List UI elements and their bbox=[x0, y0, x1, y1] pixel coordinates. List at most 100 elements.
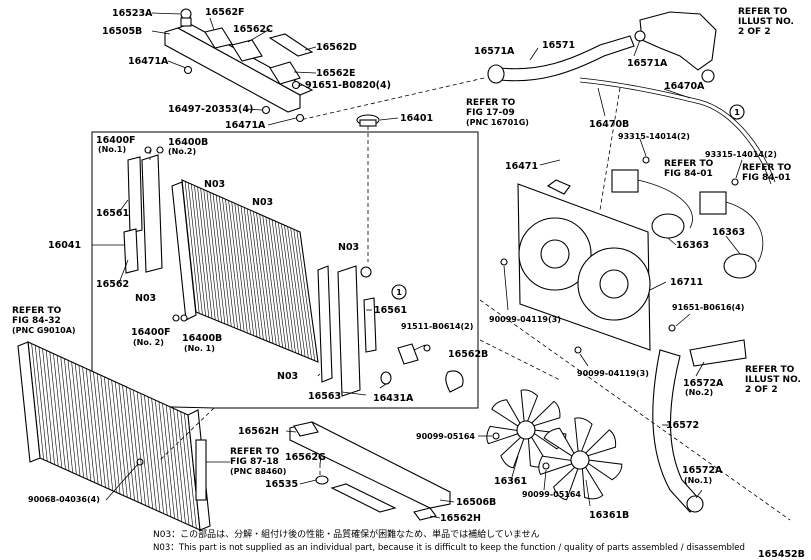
label-16470A: 16470A bbox=[664, 81, 705, 92]
callout-1a-text: 1 bbox=[396, 288, 402, 297]
label-93315-b: 93315-14014(2) bbox=[705, 150, 777, 159]
ref-top-right-1: REFER TO bbox=[738, 7, 788, 17]
label-91511-B0614: 91511-B0614(2) bbox=[401, 322, 473, 331]
label-16471A-mid: 16471A bbox=[225, 120, 266, 131]
note-english: N03：This part is not supplied as an indi… bbox=[153, 543, 745, 553]
label-16400B-bot-no: (No. 1) bbox=[184, 344, 215, 353]
label-16562F: 16562F bbox=[205, 7, 245, 18]
cushion-16562C bbox=[231, 39, 263, 62]
ref-fig8718-2: FIG 87-18 bbox=[230, 457, 279, 467]
ref-fig8432-1: REFER TO bbox=[12, 306, 62, 316]
label-N03-b: N03 bbox=[252, 197, 273, 208]
label-16572A-top-no: (No.2) bbox=[685, 388, 713, 397]
label-16571A-left: 16571A bbox=[474, 46, 515, 57]
right-tank bbox=[317, 265, 377, 397]
label-16506B: 16506B bbox=[456, 497, 496, 508]
label-90099-05164-b: 90099-05164 bbox=[522, 490, 581, 499]
label-90099-04119-a: 90099-04119(3) bbox=[489, 315, 561, 324]
ref-mid-right-3: 2 OF 2 bbox=[745, 385, 778, 395]
fan-shroud bbox=[517, 179, 651, 351]
label-16572A-bot: 16572A bbox=[682, 465, 723, 476]
label-16363-a: 16363 bbox=[676, 240, 709, 251]
label-16400F-bot: 16400F bbox=[131, 327, 171, 338]
ref-fig17-2: FIG 17-09 bbox=[466, 108, 515, 118]
label-16562C: 16562C bbox=[233, 24, 273, 35]
cushion-16562D bbox=[268, 33, 314, 57]
label-16535: 16535 bbox=[265, 479, 298, 490]
fan-blade-16361B bbox=[538, 417, 623, 501]
ref-mid-right-1: REFER TO bbox=[745, 365, 795, 375]
label-16471A-top: 16471A bbox=[128, 56, 169, 67]
bolts-top bbox=[183, 65, 305, 123]
label-N03-e: N03 bbox=[277, 371, 298, 382]
image-id: 165452B bbox=[758, 549, 805, 560]
label-16505B: 16505B bbox=[102, 26, 142, 37]
ref-mid-right-2: ILLUST NO. bbox=[745, 375, 801, 385]
ref-fig8718-3: (PNC 88460) bbox=[230, 467, 286, 476]
footnotes: N03：この部品は、分解・組付け後の性能・品質確保が困難なため、単品では補給して… bbox=[153, 528, 805, 560]
label-N03-d: N03 bbox=[135, 293, 156, 304]
label-16571A-right: 16571A bbox=[627, 58, 668, 69]
ref-top-right-3: 2 OF 2 bbox=[738, 27, 771, 37]
label-16561-left: 16561 bbox=[96, 208, 129, 219]
label-90099-04119-b: 90099-04119(3) bbox=[577, 369, 649, 378]
label-91651-B0820: 91651-B0820(4) bbox=[305, 80, 391, 91]
label-N03-c: N03 bbox=[338, 242, 359, 253]
circled-callout-1a: 1 bbox=[391, 284, 407, 300]
leader-lines bbox=[92, 12, 743, 519]
part-labels: 16523A 16562F 16505B 16562C 16562D 16471… bbox=[28, 7, 777, 524]
label-16400B-bot: 16400B bbox=[182, 333, 222, 344]
label-90068-04036: 90068-04036(4) bbox=[28, 495, 100, 504]
label-16571: 16571 bbox=[542, 40, 575, 51]
fan-motors bbox=[611, 169, 764, 279]
label-16562H-a: 16562H bbox=[238, 426, 279, 437]
label-16562G: 16562G bbox=[285, 452, 326, 463]
ref-fig84a-2: FIG 84-01 bbox=[664, 169, 713, 179]
small-fasteners bbox=[144, 146, 188, 322]
label-16561-right: 16561 bbox=[374, 305, 407, 316]
ref-fig8432-3: (PNC G9010A) bbox=[12, 326, 76, 335]
label-16562H-b: 16562H bbox=[440, 513, 481, 524]
label-16400F-bot-no: (No. 2) bbox=[133, 338, 164, 347]
label-16361: 16361 bbox=[494, 476, 527, 487]
refer-notes: REFER TO ILLUST NO. 2 OF 2 REFER TO FIG … bbox=[12, 7, 801, 476]
label-16400F-top-no: (No.1) bbox=[98, 145, 126, 154]
dashed-assembly-lines bbox=[149, 77, 791, 521]
ref-fig8432-2: FIG 84-32 bbox=[12, 316, 61, 326]
label-16363-b: 16363 bbox=[712, 227, 745, 238]
condenser bbox=[17, 341, 211, 531]
fan-screws bbox=[492, 156, 739, 470]
label-93315-a: 93315-14014(2) bbox=[618, 132, 690, 141]
ref-fig8718-1: REFER TO bbox=[230, 447, 280, 457]
lower-hose bbox=[652, 339, 747, 513]
label-16572A-bot-no: (No.1) bbox=[684, 476, 712, 485]
upper-hose bbox=[487, 11, 717, 84]
callout-1b-text: 1 bbox=[734, 108, 740, 117]
label-16523A: 16523A bbox=[112, 8, 153, 19]
label-16562B: 16562B bbox=[448, 349, 488, 360]
label-16572A-top: 16572A bbox=[683, 378, 724, 389]
label-16400F-top: 16400F bbox=[96, 135, 136, 146]
label-16497-20353: 16497-20353(4) bbox=[168, 104, 253, 115]
ref-fig84b-2: FIG 84-01 bbox=[742, 173, 791, 183]
cushion-16562E bbox=[269, 61, 301, 85]
label-91651-B0616: 91651-B0616(4) bbox=[672, 303, 744, 312]
ref-fig84a-1: REFER TO bbox=[664, 159, 714, 169]
label-16711: 16711 bbox=[670, 277, 703, 288]
label-16041: 16041 bbox=[48, 240, 81, 251]
fan-blade-16361 bbox=[486, 389, 567, 469]
label-16361B: 16361B bbox=[589, 510, 629, 521]
label-16572: 16572 bbox=[666, 420, 699, 431]
ref-fig17-3: (PNC 16701G) bbox=[466, 118, 529, 127]
note-japanese: N03：この部品は、分解・組付け後の性能・品質確保が困難なため、単品では補給して… bbox=[153, 528, 540, 540]
label-N03-a: N03 bbox=[204, 179, 225, 190]
label-16562D: 16562D bbox=[316, 42, 357, 53]
label-16400B-top-no: (No.2) bbox=[168, 147, 196, 156]
label-16470B: 16470B bbox=[589, 119, 629, 130]
cushion-16562F bbox=[204, 27, 233, 49]
circled-callout-1b: 1 bbox=[729, 104, 745, 120]
label-16401: 16401 bbox=[400, 113, 433, 124]
label-90099-05164-a: 90099-05164 bbox=[416, 432, 475, 441]
label-16431A: 16431A bbox=[373, 393, 414, 404]
